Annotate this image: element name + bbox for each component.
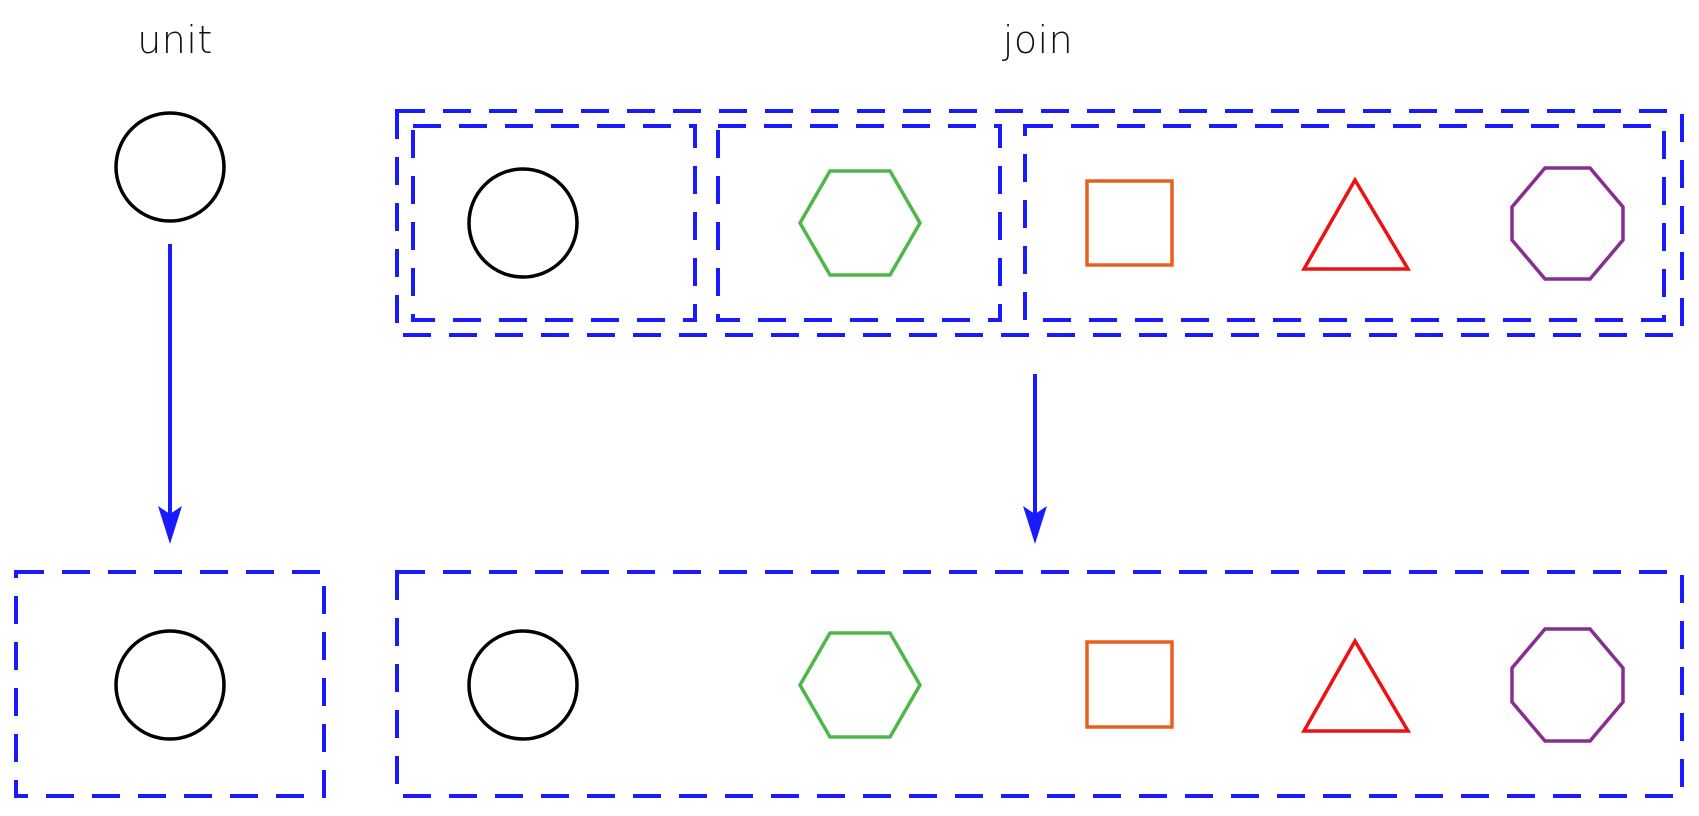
join-label: join	[1002, 18, 1074, 62]
join-input-inner-box-3	[1023, 124, 1666, 322]
join-output-triangle-icon	[1300, 637, 1412, 733]
join-input-hexagon-icon	[797, 169, 923, 277]
join-input-inner-box-1	[411, 124, 697, 322]
join-output-hexagon-icon	[797, 631, 923, 739]
join-output-octagon-icon	[1510, 627, 1625, 743]
join-input-inner-box-2	[716, 124, 1002, 322]
join-input-octagon-icon	[1510, 166, 1625, 281]
join-input-circle-icon	[467, 167, 579, 279]
join-input-triangle-icon	[1300, 176, 1412, 271]
unit-arrow-icon	[158, 244, 182, 544]
join-output-box	[395, 570, 1684, 798]
unit-output-box	[14, 570, 326, 798]
join-input-outer-box	[395, 109, 1684, 337]
join-input-square-icon	[1085, 179, 1174, 267]
join-arrow-icon	[1023, 374, 1047, 544]
unit-input-circle-icon	[114, 111, 226, 223]
unit-label: unit	[137, 18, 213, 62]
unit-output-circle-icon	[114, 629, 226, 741]
join-output-circle-icon	[467, 629, 579, 741]
join-output-square-icon	[1085, 640, 1174, 729]
